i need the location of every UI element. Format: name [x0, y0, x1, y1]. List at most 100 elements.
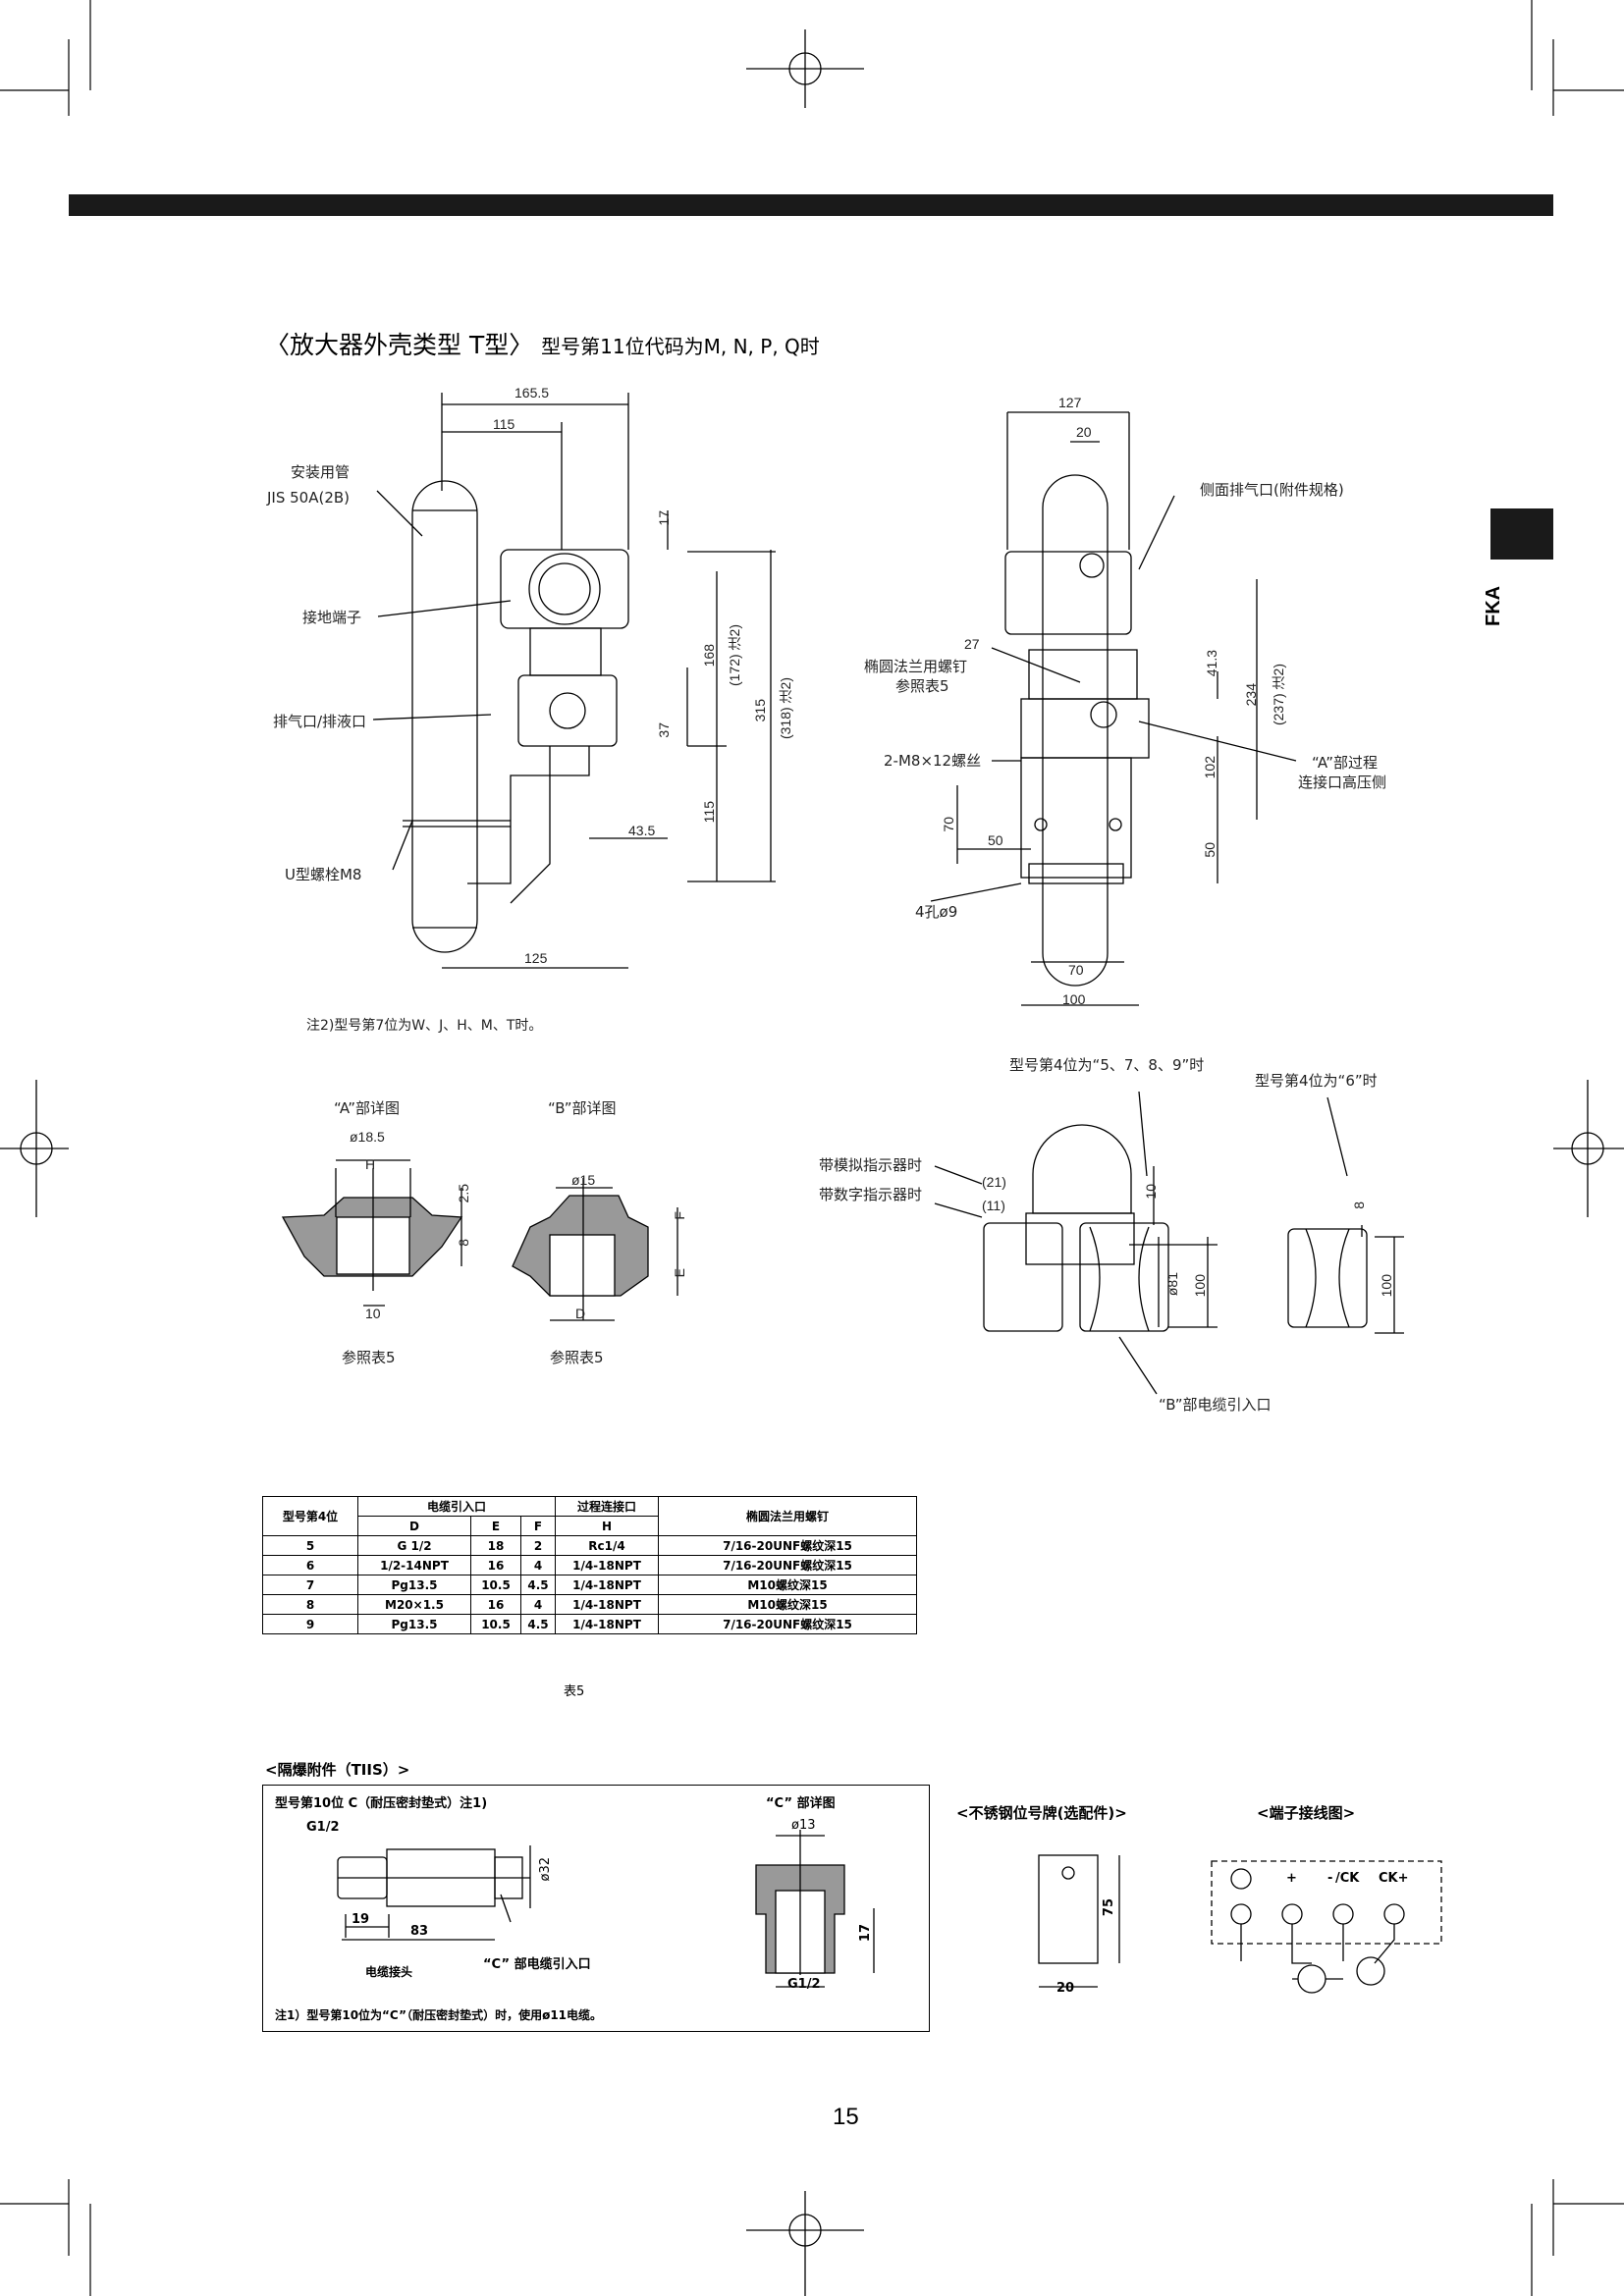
tiis-note1: 注1）型号第10位为“C”（耐压密封垫式）时，使用ø11电缆。 — [275, 2008, 603, 2022]
b-detail-title: “B”部详图 — [548, 1099, 617, 1117]
dim-37: 37 — [656, 722, 672, 738]
dim-27: 27 — [964, 636, 980, 652]
dim-50-v: 50 — [1202, 842, 1218, 858]
table-cell: Rc1/4 — [555, 1535, 659, 1556]
table-cell: M10螺纹深15 — [658, 1575, 917, 1595]
side-vent-label: 侧面排气口(附件规格) — [1200, 481, 1344, 499]
table-cell: 10.5 — [470, 1575, 521, 1595]
table-cell: 16 — [470, 1594, 521, 1615]
header-bolt: 椭圆法兰用螺钉 — [658, 1496, 917, 1536]
table-cell: 1/4-18NPT — [555, 1575, 659, 1595]
tiis-box — [262, 1785, 930, 2032]
dim-234: 234 — [1243, 683, 1259, 707]
analog-indicator-label: 带模拟指示器时 — [819, 1156, 923, 1174]
header-process: 过程连接口 — [555, 1496, 659, 1517]
table-cell: 2 — [520, 1535, 556, 1556]
tiis-d19: 19 — [352, 1912, 370, 1927]
table-cell: 1/4-18NPT — [555, 1555, 659, 1575]
table-cell: 9 — [262, 1614, 358, 1634]
dim-102: 102 — [1202, 756, 1218, 779]
digital-indicator-label: 带数字指示器时 — [819, 1186, 923, 1203]
table-cell: 7/16-20UNF螺纹深15 — [658, 1535, 917, 1556]
dim-70-v: 70 — [941, 817, 956, 832]
tiis-c-entry: “C” 部电缆引入口 — [483, 1957, 591, 1972]
side-tab-marker — [1490, 508, 1553, 560]
tiis-cable-gland — [337, 1845, 531, 1941]
table-cell: 18 — [470, 1535, 521, 1556]
dim-100: 100 — [1062, 991, 1086, 1007]
table-header-row: 型号第4位 电缆引入口 过程连接口 椭圆法兰用螺钉 — [262, 1496, 917, 1536]
a-part-label-2: 连接口高压侧 — [1298, 774, 1387, 791]
table-cell: M10螺纹深15 — [658, 1594, 917, 1615]
dim-318: (318) 注2) — [778, 677, 793, 740]
a-ref-table5: 参照表5 — [342, 1349, 396, 1366]
dim-17: 17 — [656, 510, 672, 526]
dim-d81: ø81 — [1164, 1272, 1180, 1297]
tiis-d32: ø32 — [538, 1857, 553, 1882]
table-cell: 6 — [262, 1555, 358, 1575]
table-cell: Pg13.5 — [357, 1614, 471, 1634]
note-2: 注2)型号第7位为W、J、H、M、T时。 — [306, 1018, 543, 1034]
b-dim-D: D — [575, 1306, 586, 1321]
dim-125: 125 — [524, 950, 548, 966]
dim-315: 315 — [752, 699, 768, 722]
a-dim-2-5: 2.5 — [456, 1184, 471, 1203]
a-part-detail — [281, 1159, 463, 1307]
dim-11: (11) — [982, 1198, 1005, 1213]
left-side-view — [372, 393, 776, 969]
dim-41-3: 41.3 — [1204, 650, 1219, 677]
dim-70-h: 70 — [1068, 962, 1084, 978]
table-cell: 7 — [262, 1575, 358, 1595]
table-cell: M20×1.5 — [357, 1594, 471, 1615]
pipe-spec-label: JIS 50A(2B) — [267, 489, 351, 507]
registration-mark-left — [0, 1080, 69, 1217]
terminal-ck-minus: /CK — [1335, 1871, 1360, 1886]
registration-mark-top — [746, 29, 864, 108]
tiis-cable-head: 电缆接头 — [365, 1965, 413, 1979]
table-cell: 16 — [470, 1555, 521, 1575]
a-dim-10: 10 — [365, 1306, 381, 1321]
dim-100-ind: 100 — [1192, 1274, 1208, 1298]
b-part-detail — [512, 1178, 678, 1321]
dim-115: 115 — [701, 801, 717, 824]
table-cell: 10.5 — [470, 1614, 521, 1634]
dim-8-ind: 8 — [1351, 1201, 1367, 1209]
tiis-d13: ø13 — [791, 1818, 816, 1833]
c-part-detail — [755, 1830, 875, 1988]
b-cable-entry-label: “B”部电缆引入口 — [1159, 1396, 1272, 1414]
code-6-label: 型号第4位为“6”时 — [1255, 1072, 1378, 1090]
dim-237: (237) 注2) — [1271, 664, 1286, 726]
table-cell: 1/4-18NPT — [555, 1594, 659, 1615]
indicator-views — [934, 1091, 1404, 1395]
dim-168: 168 — [701, 644, 717, 667]
tag-plate-d75: 75 — [1102, 1898, 1116, 1917]
header-cable: 电缆引入口 — [357, 1496, 556, 1517]
tiis-c-detail: “C” 部详图 — [766, 1796, 836, 1811]
terminal-ck-plus: CK+ — [1379, 1871, 1409, 1886]
ground-terminal-label: 接地端子 — [302, 609, 362, 626]
dim-20: 20 — [1076, 424, 1092, 440]
see-table5-label: 参照表5 — [895, 677, 949, 695]
a-dim-H: H — [365, 1156, 376, 1172]
terminal-plus: + — [1286, 1871, 1297, 1886]
u-bolt-label: U型螺栓M8 — [285, 866, 362, 883]
page-number: 15 — [833, 2104, 859, 2130]
terminal-wiring-diagram — [1211, 1860, 1442, 1994]
tiis-title: <隔爆附件（TIIS）> — [265, 1761, 410, 1779]
table-cell: 7/16-20UNF螺纹深15 — [658, 1555, 917, 1575]
table-cell: 7/16-20UNF螺纹深15 — [658, 1614, 917, 1634]
header-D: D — [357, 1516, 471, 1536]
table-cell: 4 — [520, 1555, 556, 1575]
table-cell: Pg13.5 — [357, 1575, 471, 1595]
tiis-d17: 17 — [858, 1924, 873, 1943]
b-dim-d15: ø15 — [571, 1172, 596, 1188]
terminal-minus: - — [1327, 1871, 1333, 1886]
header-code: 型号第4位 — [262, 1496, 358, 1536]
